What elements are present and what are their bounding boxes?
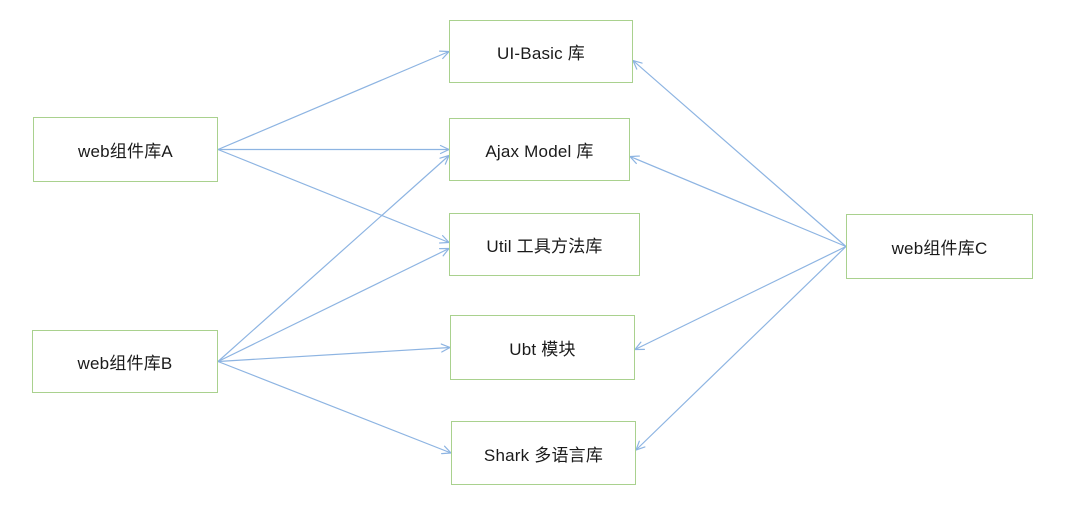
arrow-web-lib-b-to-shark (217, 360, 453, 455)
arrow-web-lib-c-to-ubt (633, 245, 847, 351)
node-web-lib-c: web组件库C (846, 214, 1033, 279)
arrow-web-lib-c-to-ui-basic (631, 59, 847, 247)
node-ubt: Ubt 模块 (450, 315, 635, 380)
node-ajax-model-label: Ajax Model 库 (485, 142, 594, 161)
node-web-lib-c-label: web组件库C (891, 239, 988, 258)
node-ui-basic-label: UI-Basic 库 (497, 44, 585, 63)
arrow-web-lib-b-to-util (217, 247, 451, 363)
node-util: Util 工具方法库 (449, 213, 640, 276)
arrow-web-lib-c-to-ajax-model (628, 155, 847, 248)
node-ajax-model: Ajax Model 库 (449, 118, 630, 181)
node-web-lib-b: web组件库B (32, 330, 218, 393)
arrow-web-lib-c-to-shark (634, 246, 847, 451)
node-ubt-label: Ubt 模块 (509, 340, 576, 359)
node-web-lib-a-label: web组件库A (78, 142, 173, 161)
node-web-lib-b-label: web组件库B (77, 354, 173, 373)
arrow-web-lib-a-to-util (217, 148, 451, 244)
node-web-lib-a: web组件库A (33, 117, 218, 182)
arrow-web-lib-a-to-ui-basic (217, 50, 451, 151)
node-shark-label: Shark 多语言库 (483, 445, 604, 465)
node-ui-basic: UI-Basic 库 (449, 20, 633, 83)
arrow-web-lib-b-to-ubt (217, 343, 452, 363)
arrow-web-lib-b-to-ajax-model (217, 154, 451, 362)
node-shark: Shark 多语言库 (451, 421, 636, 485)
node-util-label: Util 工具方法库 (486, 237, 603, 256)
